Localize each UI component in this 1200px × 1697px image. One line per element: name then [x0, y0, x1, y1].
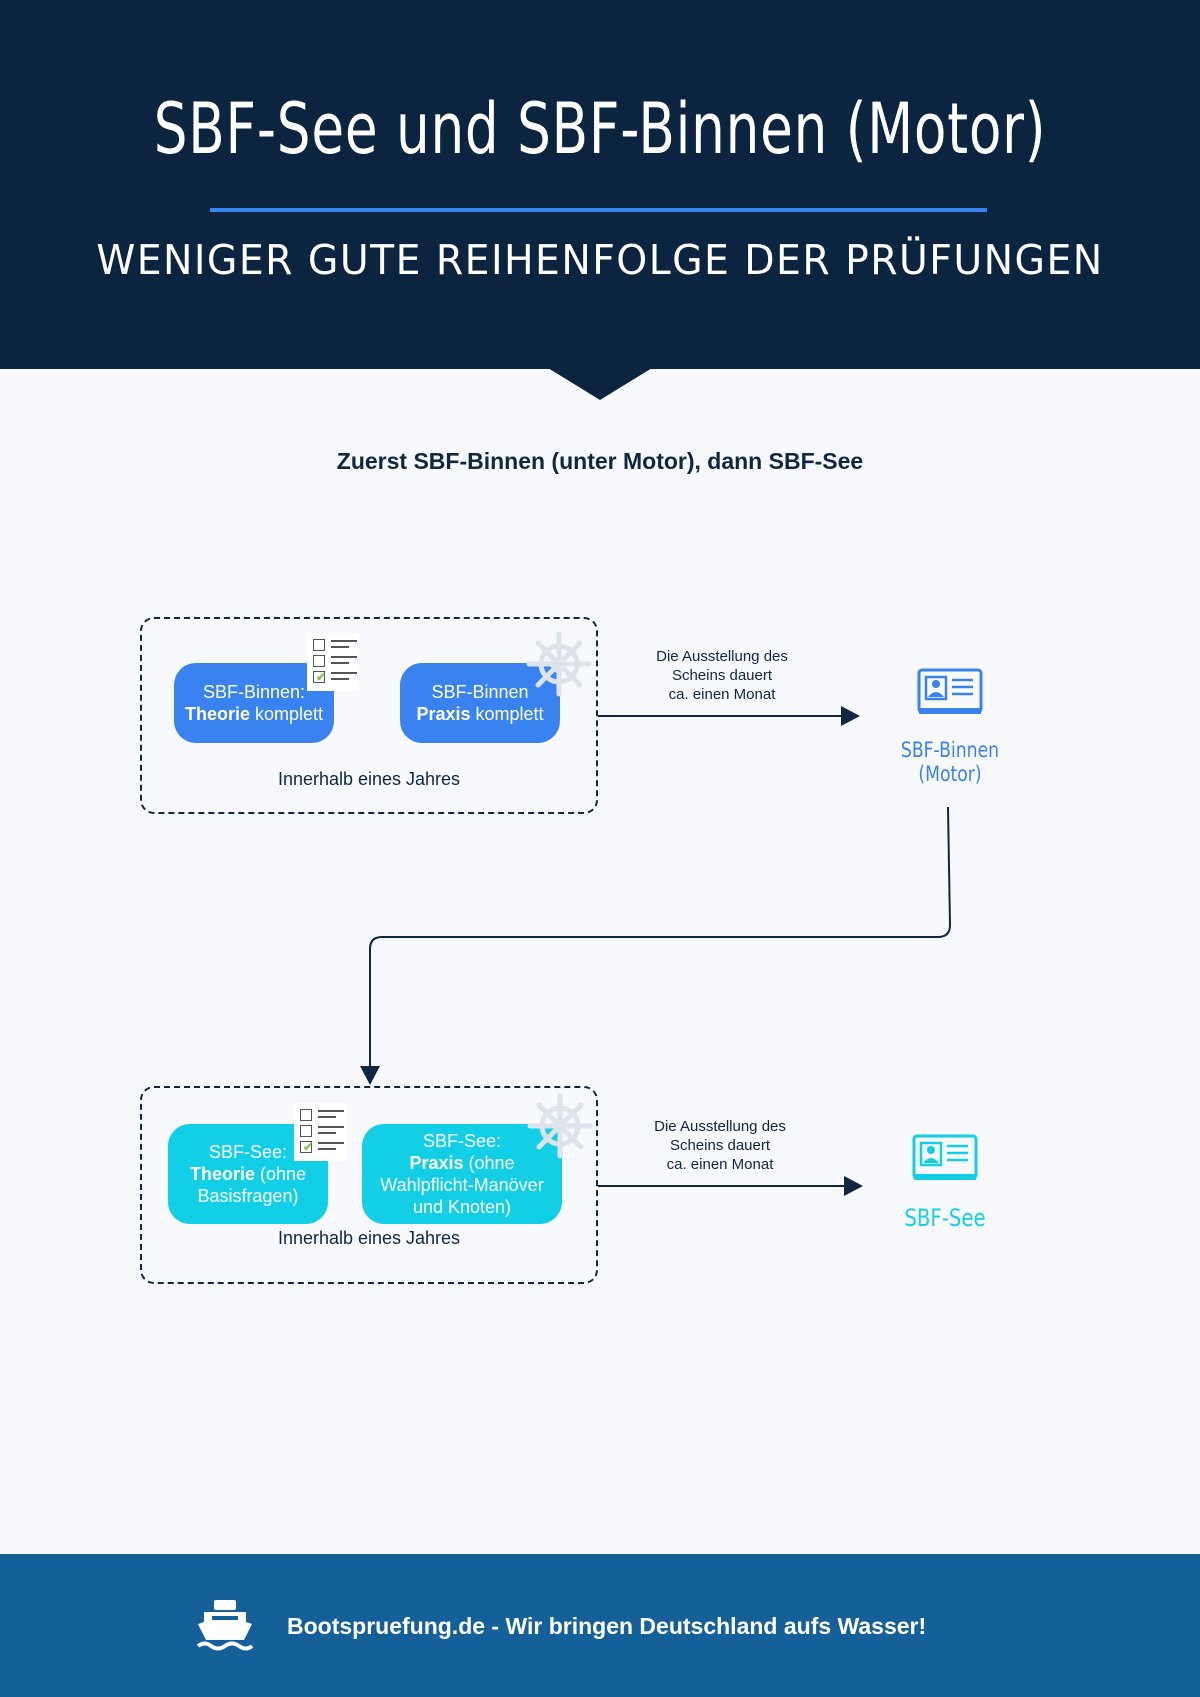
arrow-step1-head	[841, 706, 860, 726]
binnen-theory-rest: komplett	[249, 704, 324, 724]
step1-note-line3: ca. einen Monat	[668, 686, 776, 703]
header-notch	[548, 368, 652, 400]
step1-note-line1: Die Ausstellung des	[656, 648, 788, 665]
see-practice-line1: SBF-See:	[422, 1131, 501, 1151]
page-title: SBF-See und SBF-Binnen (Motor)	[153, 88, 1047, 170]
license-see-line1: SBF-See	[904, 1204, 986, 1232]
boat-logo-icon	[196, 1600, 254, 1651]
connector-binnen-to-see	[369, 806, 952, 1070]
checklist-icon: ✔	[307, 633, 359, 691]
footer-tagline: Bootspruefung.de - Wir bringen Deutschla…	[287, 1613, 927, 1639]
see-practice-bold: Praxis	[409, 1153, 464, 1173]
see-practice-rest: (ohne	[463, 1153, 515, 1173]
section-heading: Zuerst SBF-Binnen (unter Motor), dann SB…	[336, 448, 864, 474]
license-binnen-line2: (Motor)	[918, 762, 982, 786]
see-practice-pill: SBF-See: Praxis (ohne Wahlpflicht-Manöve…	[362, 1124, 562, 1224]
license-binnen-line1: SBF-Binnen	[900, 738, 1000, 762]
license-card-icon	[917, 668, 983, 714]
ship-wheel-icon	[526, 631, 592, 697]
see-theory-line3: Basisfragen)	[197, 1186, 299, 1206]
page-subtitle: WENIGER GUTE REIHENFOLGE DER PRÜFUNGEN	[96, 236, 1104, 284]
binnen-theory-pill: SBF-Binnen: Theorie komplett	[174, 663, 334, 743]
title-divider	[210, 208, 987, 212]
header-banner	[0, 0, 1200, 369]
connector-head	[360, 1066, 380, 1085]
see-theory-line1: SBF-See:	[208, 1142, 288, 1162]
license-binnen-label: SBF-Binnen (Motor)	[876, 738, 1024, 786]
see-theory-rest: (ohne	[254, 1164, 307, 1184]
step2-note-line3: ca. einen Monat	[666, 1156, 774, 1173]
step2-note-line2: Scheins dauert	[669, 1137, 771, 1154]
binnen-theory-line1: SBF-Binnen:	[202, 682, 306, 702]
ship-wheel-icon	[527, 1093, 593, 1159]
step1-issuance-note: Die Ausstellung des Scheins dauert ca. e…	[632, 647, 812, 704]
step2-group: Innerhalb eines Jahres	[140, 1086, 598, 1284]
see-theory-bold: Theorie	[189, 1164, 255, 1184]
binnen-practice-bold: Praxis	[416, 704, 471, 724]
step2-note-line1: Die Ausstellung des	[654, 1118, 786, 1135]
binnen-practice-rest: komplett	[470, 704, 544, 724]
binnen-practice-pill: SBF-Binnen Praxis komplett	[400, 663, 560, 743]
license-card-icon	[912, 1134, 978, 1180]
license-see-label: SBF-See	[871, 1206, 1019, 1230]
checklist-icon: ✔	[294, 1103, 346, 1161]
step1-group: Innerhalb eines Jahres	[140, 617, 598, 814]
binnen-theory-bold: Theorie	[184, 704, 250, 724]
see-practice-line3: Wahlpflicht-Manöver	[380, 1175, 544, 1195]
arrow-step2-head	[844, 1176, 863, 1196]
step1-note-line2: Scheins dauert	[671, 667, 773, 684]
step1-caption: Innerhalb eines Jahres	[277, 769, 461, 789]
step2-caption: Innerhalb eines Jahres	[277, 1228, 461, 1248]
step2-issuance-note: Die Ausstellung des Scheins dauert ca. e…	[630, 1117, 810, 1174]
binnen-practice-line1: SBF-Binnen	[431, 682, 529, 702]
see-practice-line4: und Knoten)	[412, 1197, 512, 1217]
